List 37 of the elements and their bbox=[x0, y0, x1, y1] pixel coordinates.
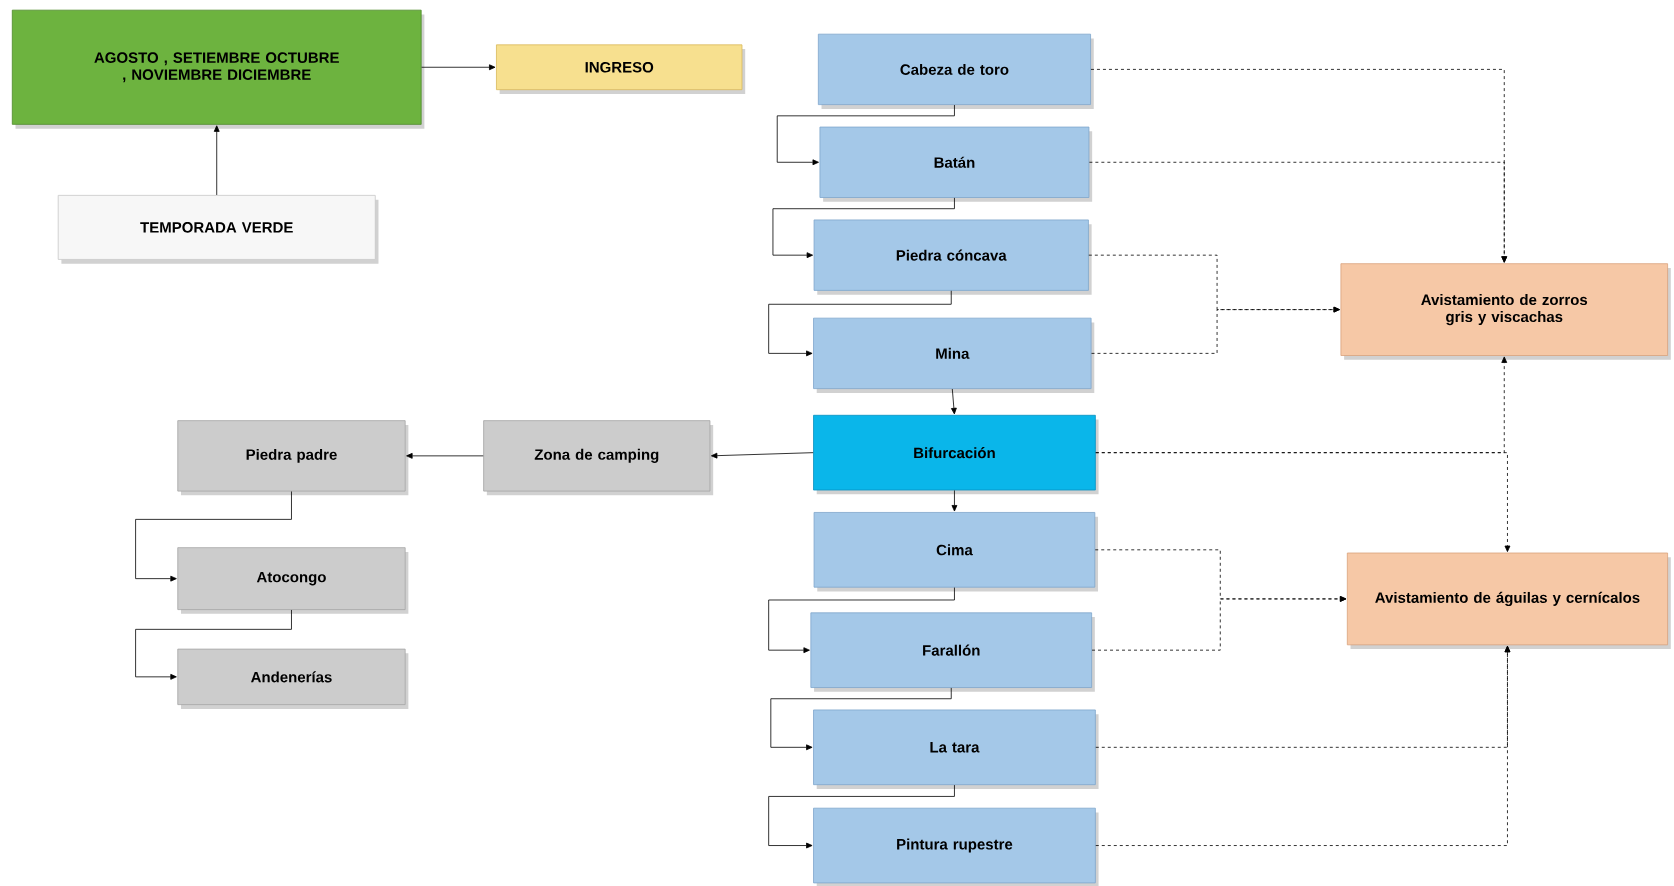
arrow bbox=[421, 64, 496, 71]
arrow bbox=[213, 125, 220, 196]
arrow bbox=[768, 587, 955, 654]
arrow bbox=[772, 197, 955, 259]
arrow bbox=[776, 104, 955, 166]
sighting-box: Avistamiento de zorros gris y viscachas bbox=[1340, 263, 1671, 360]
stop-box: Pintura rupestre bbox=[813, 807, 1099, 886]
stop-box: Andenerías bbox=[177, 648, 409, 709]
arrow bbox=[951, 490, 958, 512]
arrow bbox=[711, 452, 814, 459]
dashed-arrow bbox=[1088, 161, 1508, 263]
sighting-box: Avistamiento de águilas y cernícalos bbox=[1346, 552, 1671, 650]
stop-box: Cima bbox=[813, 512, 1099, 592]
arrow bbox=[406, 452, 484, 459]
season-box: TEMPORADA VERDE bbox=[57, 194, 379, 264]
month-box: AGOSTO , SETIEMBRE OCTUBRE , NOVIEMBRE DICIEMBRE bbox=[11, 9, 425, 129]
stop-box: Cabeza de toro bbox=[817, 33, 1094, 109]
dashed-arrow bbox=[1095, 452, 1511, 552]
stop-box: Piedra padre bbox=[177, 420, 409, 496]
arrow bbox=[768, 290, 952, 357]
stop-box: Zona de camping bbox=[483, 420, 714, 496]
dashed-arrow bbox=[1091, 596, 1347, 651]
dashed-arrow bbox=[1091, 306, 1340, 354]
stop-box: La tara bbox=[813, 709, 1099, 789]
arrow bbox=[951, 388, 957, 415]
stop-box: Mina bbox=[813, 317, 1095, 393]
arrow bbox=[770, 687, 952, 751]
entry-box: INGRESO bbox=[496, 44, 746, 94]
stop-box: Batán bbox=[819, 126, 1093, 202]
arrow bbox=[768, 784, 955, 849]
junction-box: Bifurcación bbox=[813, 414, 1099, 495]
stop-box: Atocongo bbox=[177, 547, 409, 614]
stop-box: Piedra cóncava bbox=[813, 219, 1092, 295]
arrow bbox=[135, 491, 292, 582]
arrow bbox=[135, 609, 292, 680]
dashed-arrow bbox=[1095, 645, 1511, 846]
stop-box: Farallón bbox=[810, 612, 1095, 692]
